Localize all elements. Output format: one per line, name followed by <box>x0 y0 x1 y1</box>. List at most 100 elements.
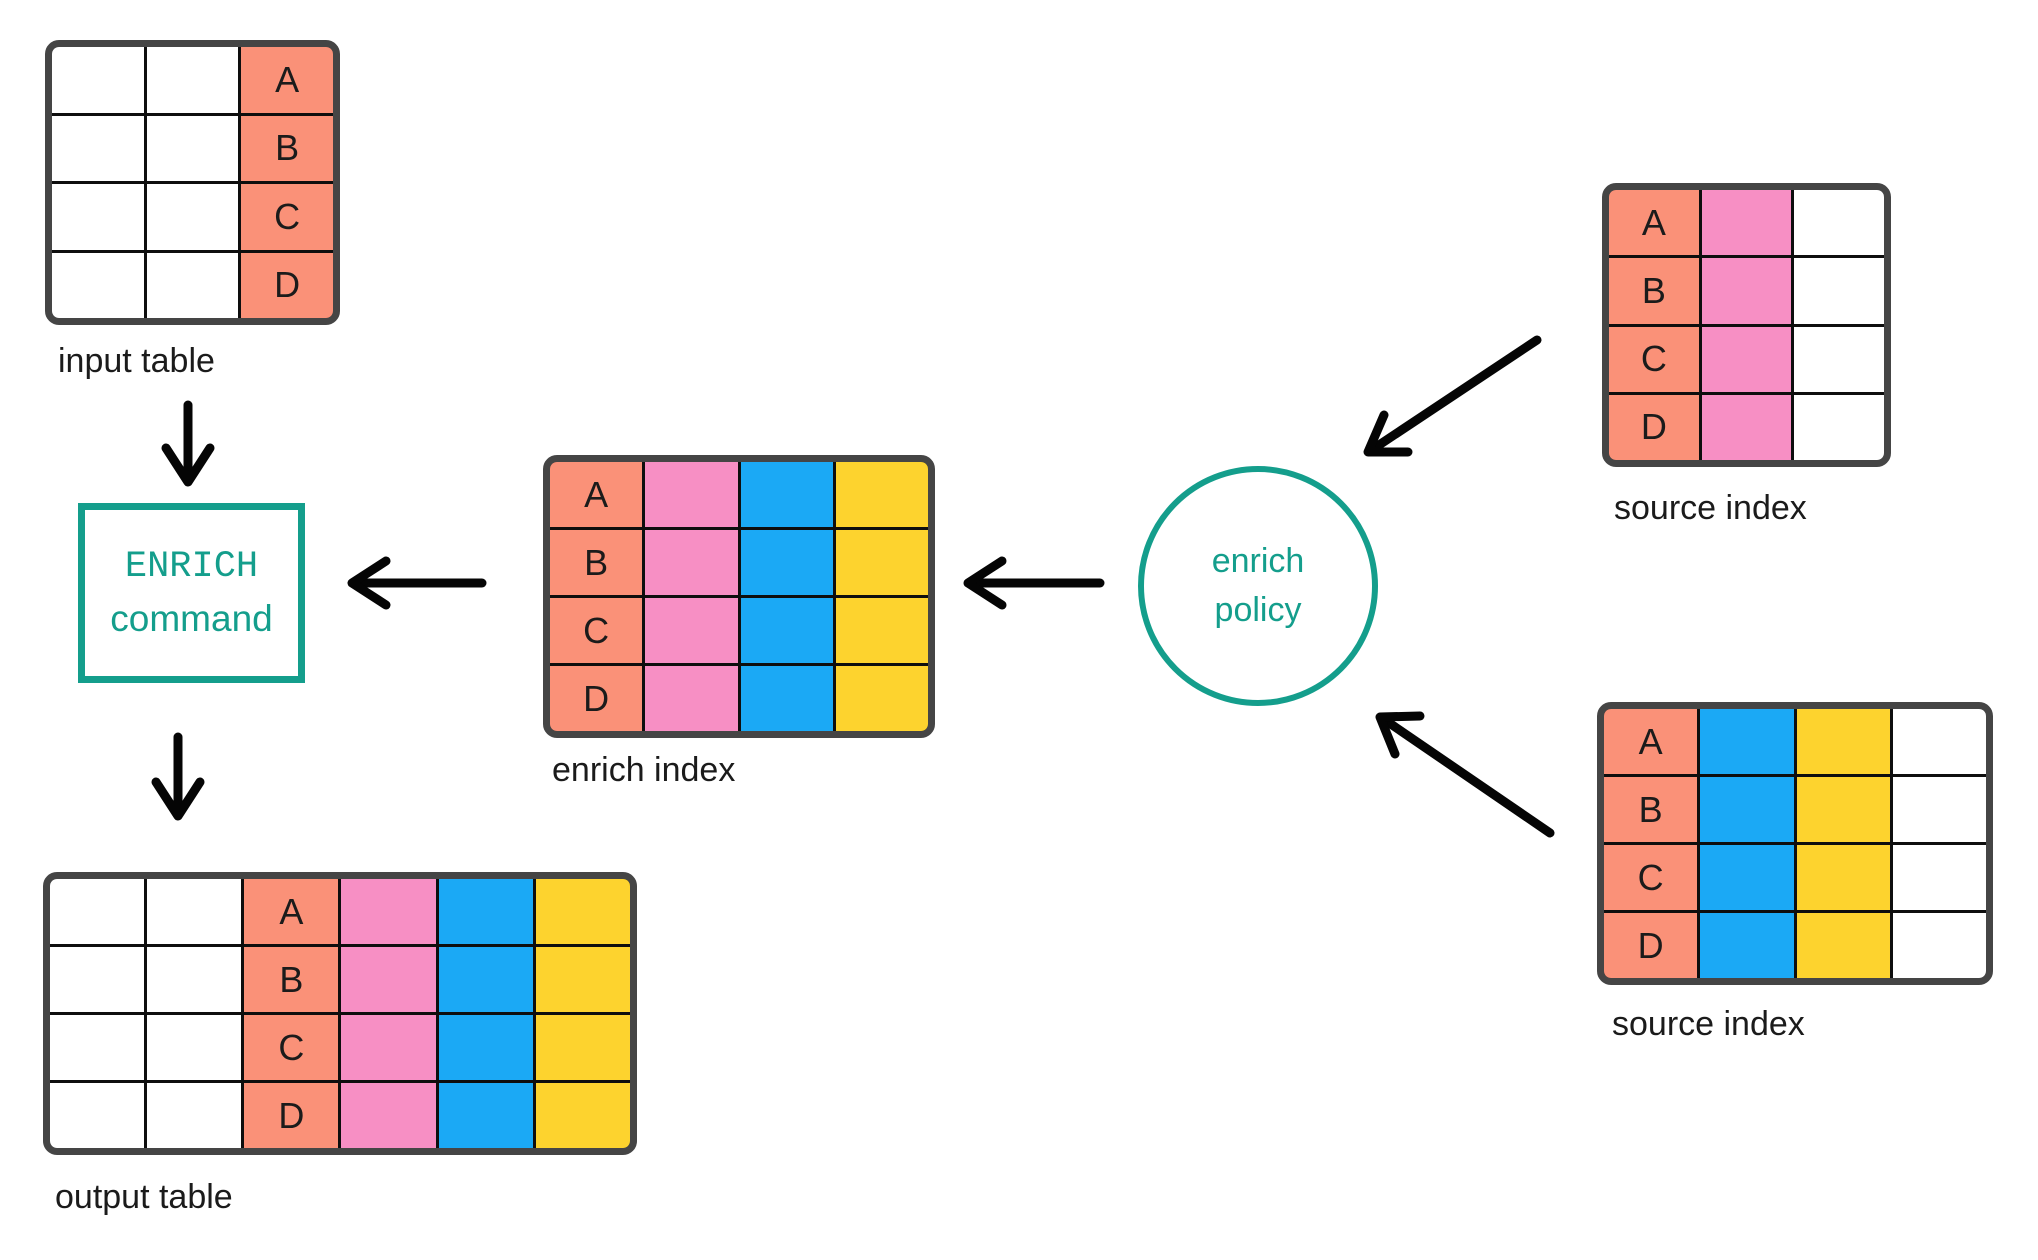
table-cell <box>52 47 144 113</box>
table-cell <box>147 1083 242 1148</box>
table-cell <box>341 1083 436 1148</box>
enrich-policy-line1: enrich <box>1211 541 1305 580</box>
arrow-down-left-icon <box>1363 335 1542 457</box>
table-cell <box>1700 709 1794 774</box>
source-index-bottom-label: source index <box>1612 1005 1805 1043</box>
arrow-up-left-icon <box>1375 711 1555 838</box>
table-cell <box>1892 845 1986 910</box>
table-cell <box>645 598 738 663</box>
table-cell: B <box>1609 258 1699 324</box>
table-cell <box>52 115 144 181</box>
table-cell <box>341 879 436 944</box>
table-cell <box>645 462 738 527</box>
table-cell <box>1700 913 1794 978</box>
table-cell <box>50 1015 145 1080</box>
table-cell: D <box>241 252 333 318</box>
table-cell <box>1794 326 1884 392</box>
table-cell: A <box>550 462 643 527</box>
table-cell <box>438 879 533 944</box>
enrich-command-box: ENRICH command <box>78 503 305 683</box>
table-cell <box>1701 258 1792 324</box>
table-cell <box>1700 777 1794 842</box>
table-cell <box>438 947 533 1012</box>
table-cell <box>1701 326 1792 392</box>
table-cell: B <box>241 115 333 181</box>
table-cell <box>147 1015 242 1080</box>
table-cell <box>50 879 145 944</box>
table-cell <box>1701 394 1792 460</box>
table-cell <box>535 879 630 944</box>
table-cell <box>146 184 239 250</box>
table-cell: C <box>244 1015 339 1080</box>
arrow-left-icon <box>963 556 1105 610</box>
table-cell <box>835 666 928 731</box>
table-cell: A <box>244 879 339 944</box>
table-cell <box>835 530 928 595</box>
arrow-down-icon <box>151 732 205 821</box>
table-cell <box>740 598 833 663</box>
table-cell <box>645 666 738 731</box>
table-cell <box>1796 709 1890 774</box>
table-cell <box>1701 190 1792 256</box>
table-cell: C <box>241 184 333 250</box>
table-cell <box>52 252 144 318</box>
table-cell <box>535 947 630 1012</box>
table-cell <box>1700 845 1794 910</box>
table-cell <box>52 184 144 250</box>
output-table-label: output table <box>55 1178 233 1216</box>
table-cell: D <box>550 666 643 731</box>
table-cell <box>147 947 242 1012</box>
table-cell <box>1796 913 1890 978</box>
enrich-policy-line2: policy <box>1214 591 1302 629</box>
table-cell <box>645 530 738 595</box>
table-cell: C <box>1609 326 1699 392</box>
table-cell <box>740 666 833 731</box>
table-cell <box>535 1083 630 1148</box>
table-cell <box>341 947 436 1012</box>
table-cell <box>50 947 145 1012</box>
table-cell <box>1794 190 1884 256</box>
table-cell: D <box>1604 913 1698 978</box>
table-cell: D <box>1609 394 1699 460</box>
arrow-left-icon <box>347 556 487 610</box>
table-cell: A <box>241 47 333 113</box>
table-cell <box>740 530 833 595</box>
table-cell: C <box>550 598 643 663</box>
table-cell: A <box>1609 190 1699 256</box>
input-table-label: input table <box>58 342 215 380</box>
table-cell <box>146 47 239 113</box>
table-cell: B <box>550 530 643 595</box>
table-cell <box>341 1015 436 1080</box>
enrich-policy-circle: enrich policy <box>1138 466 1378 706</box>
table-cell <box>147 879 242 944</box>
table-cell: A <box>1604 709 1698 774</box>
table-cell <box>50 1083 145 1148</box>
table-cell <box>1794 394 1884 460</box>
table-cell <box>1892 777 1986 842</box>
source-index-top-label: source index <box>1614 489 1807 527</box>
table-cell <box>146 115 239 181</box>
table-cell <box>438 1083 533 1148</box>
enrich-command-keyword: ENRICH <box>124 546 259 588</box>
table-cell: B <box>244 947 339 1012</box>
table-cell: B <box>1604 777 1698 842</box>
table-cell <box>535 1015 630 1080</box>
arrow-down-icon <box>161 400 215 487</box>
table-cell <box>835 598 928 663</box>
table-cell <box>146 252 239 318</box>
table-cell <box>1892 709 1986 774</box>
table-cell <box>1796 777 1890 842</box>
table-cell <box>438 1015 533 1080</box>
enrich-command-word: command <box>110 598 273 639</box>
table-cell: C <box>1604 845 1698 910</box>
table-cell <box>740 462 833 527</box>
table-cell: D <box>244 1083 339 1148</box>
table-cell <box>1892 913 1986 978</box>
